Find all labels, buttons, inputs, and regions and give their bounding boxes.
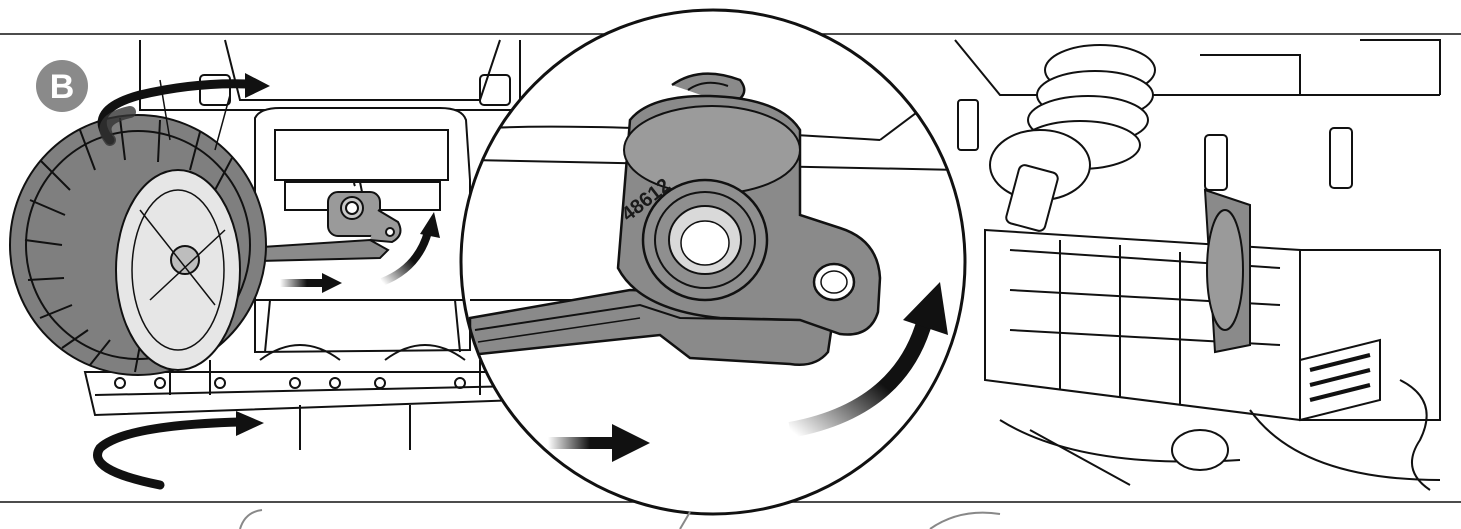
vehicle-left-view <box>83 39 521 450</box>
push-arrow-icon <box>280 273 342 293</box>
rotate-arrow-icon <box>97 73 270 146</box>
lift-arrow-icon <box>788 282 948 438</box>
vehicle-right-view <box>954 39 1441 491</box>
step-label: B <box>50 68 75 106</box>
lift-arrow-icon <box>380 212 440 286</box>
step-badge: B <box>36 60 88 112</box>
push-arrow-icon <box>548 424 650 462</box>
cropped-next-step <box>239 509 1001 529</box>
rotate-arrow-icon <box>93 411 264 490</box>
wheel <box>9 79 267 376</box>
zoom-circle: 48612 <box>459 8 967 516</box>
bushing-part: 48612 <box>616 72 882 336</box>
